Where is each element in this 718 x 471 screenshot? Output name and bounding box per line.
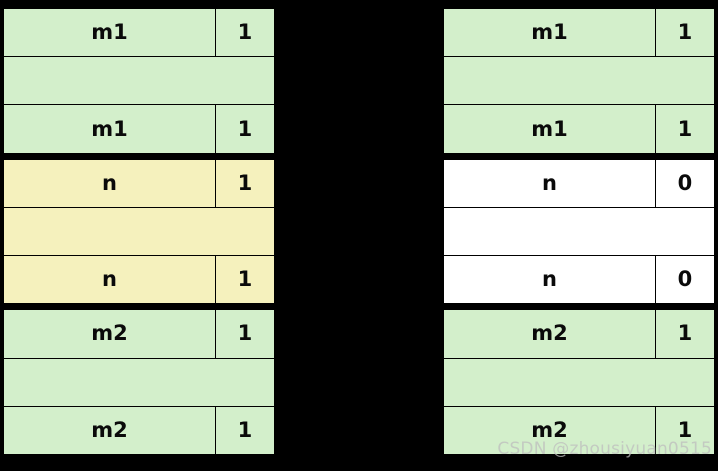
cell-label: n — [4, 256, 216, 304]
cell-label: m1 — [4, 105, 216, 153]
table-row: m1 1 — [444, 105, 714, 153]
cell-label: n — [4, 159, 216, 207]
cell-label: n — [444, 159, 656, 207]
table-block: m2 1 m2 1 — [3, 309, 275, 456]
table-row-spacer — [4, 358, 274, 407]
table-row-spacer — [4, 57, 274, 106]
table-row: m2 1 — [444, 310, 714, 359]
cell-label: m1 — [444, 9, 656, 57]
cell-label: m2 — [4, 406, 216, 454]
cell-empty — [4, 359, 274, 406]
cell-value: 1 — [237, 321, 253, 346]
cell-value: 1 — [677, 116, 693, 141]
cell-empty — [444, 359, 714, 406]
cell-value: 1 — [237, 267, 253, 292]
cell-value: 1 — [677, 20, 693, 45]
cell-value: 1 — [677, 321, 693, 346]
cell-value: 1 — [237, 417, 253, 442]
table-row: m1 1 — [444, 9, 714, 58]
cell-label: m2 — [444, 310, 656, 358]
cell-empty — [4, 208, 274, 255]
table-row: m2 1 — [4, 406, 274, 454]
table-row-spacer — [444, 358, 714, 407]
table-row-spacer — [444, 207, 714, 257]
table-block: m2 1 m2 1 — [443, 309, 715, 456]
cell-value: 0 — [677, 267, 693, 292]
cell-value: 1 — [677, 417, 693, 442]
table-row: m1 1 — [4, 105, 274, 153]
cell-value: 1 — [237, 20, 253, 45]
cell-label: m2 — [444, 406, 656, 454]
cell-label: n — [444, 256, 656, 304]
cell-empty — [444, 208, 714, 255]
cell-value: 0 — [677, 170, 693, 195]
cell-value: 1 — [237, 170, 253, 195]
cell-empty — [4, 57, 274, 104]
cell-label: m1 — [4, 9, 216, 57]
table-block: m1 1 m1 1 — [3, 8, 275, 154]
table-block: m1 1 m1 1 — [443, 8, 715, 154]
table-row-spacer — [444, 57, 714, 106]
table-row-spacer — [4, 207, 274, 257]
table-row: m2 1 — [444, 406, 714, 454]
table-row: m2 1 — [4, 310, 274, 359]
table-row: m1 1 — [4, 9, 274, 58]
cell-label: m2 — [4, 310, 216, 358]
cell-empty — [444, 57, 714, 104]
cell-label: m1 — [444, 105, 656, 153]
cell-value: 1 — [237, 116, 253, 141]
